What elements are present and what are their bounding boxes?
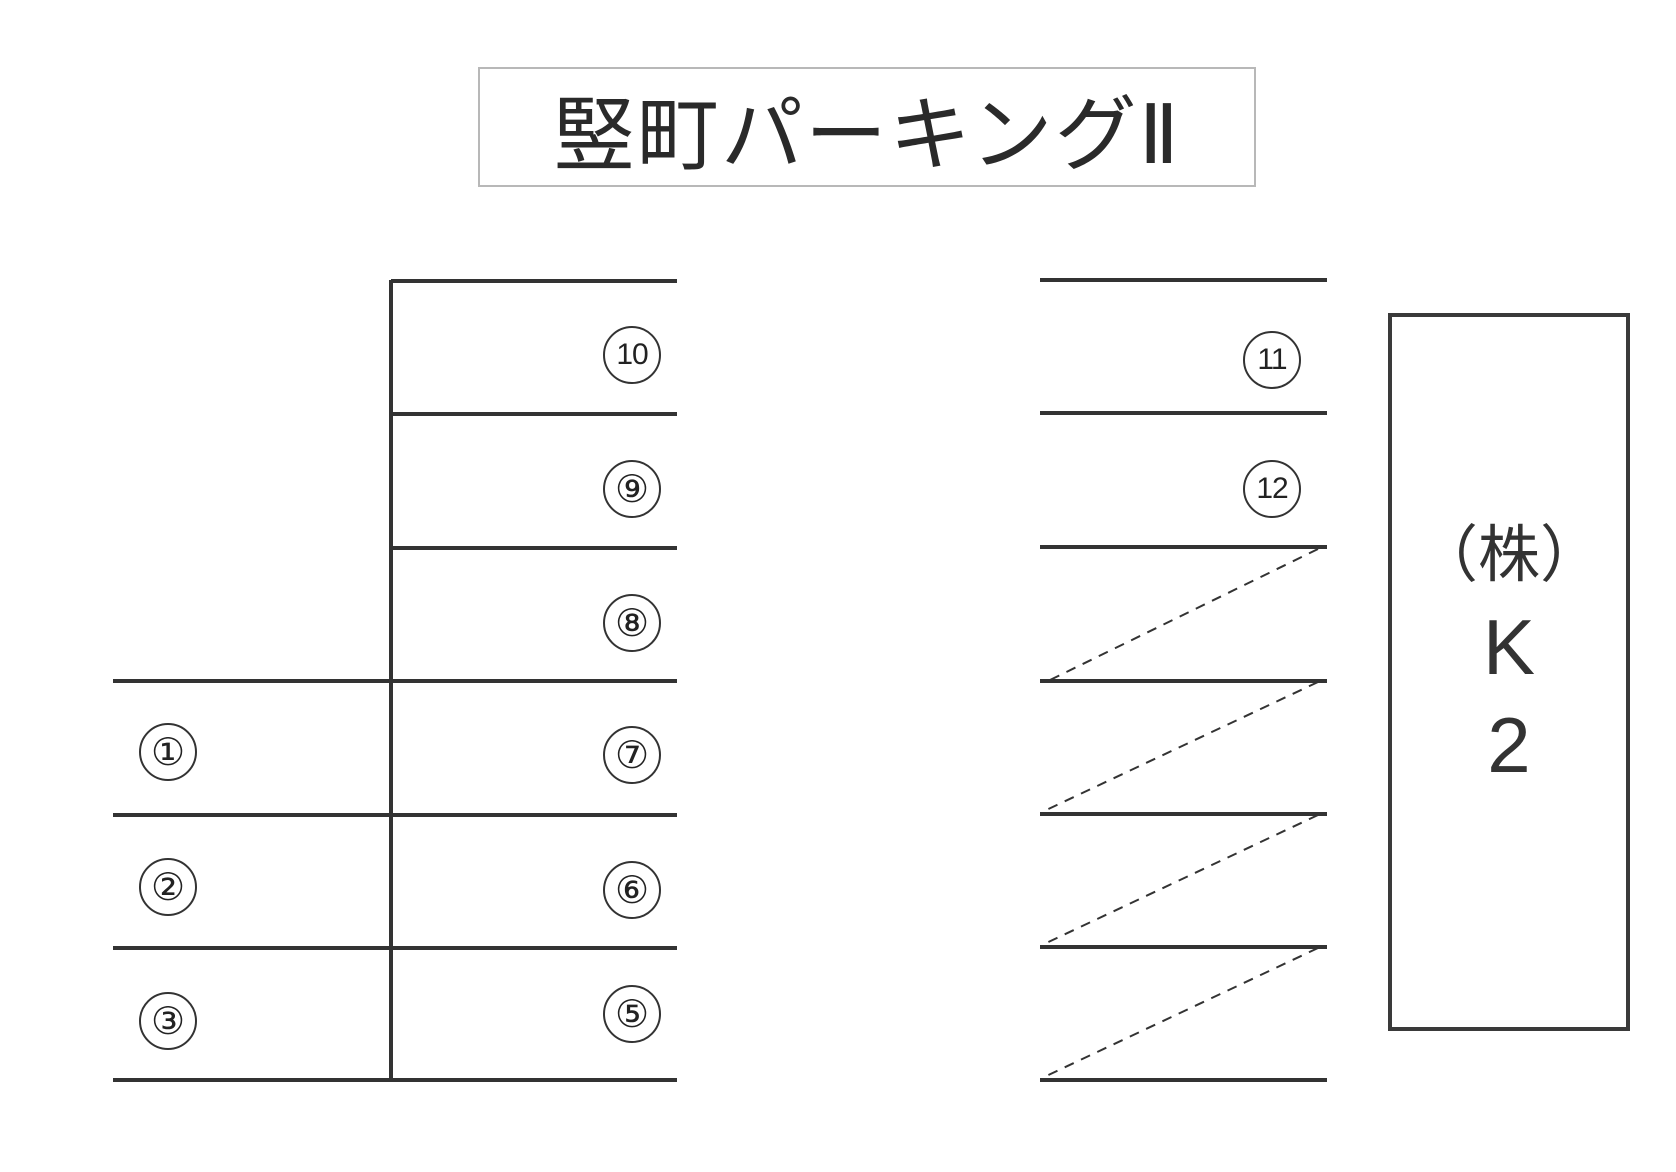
hatch-line [1041,947,1319,1079]
space-9-label: ⑨ [603,460,661,518]
space-5-label: ⑤ [603,985,661,1043]
hatch-line [1049,548,1319,681]
left-block-lines [113,279,677,1082]
space-3-label: ③ [139,992,197,1050]
building-company-mark: （株） [1415,518,1602,591]
hatch-line [1041,814,1319,946]
space-12-label: 12 [1243,460,1301,518]
right-block-lines [1040,278,1327,1082]
space-7-label: ⑦ [603,726,661,784]
space-11-label: 11 [1243,331,1301,389]
lot-title: 竪町パーキングⅡ [478,67,1256,187]
space-10-label: 10 [603,326,661,384]
space-2-label: ② [139,858,197,916]
no-parking-hatching [1041,548,1319,1079]
building-k2: （株） K 2 [1388,313,1630,1031]
building-number: 2 [1487,701,1531,789]
building-letter: K [1482,603,1536,691]
hatch-line [1041,681,1319,813]
space-1-label: ① [139,723,197,781]
space-6-label: ⑥ [603,861,661,919]
space-8-label: ⑧ [603,594,661,652]
